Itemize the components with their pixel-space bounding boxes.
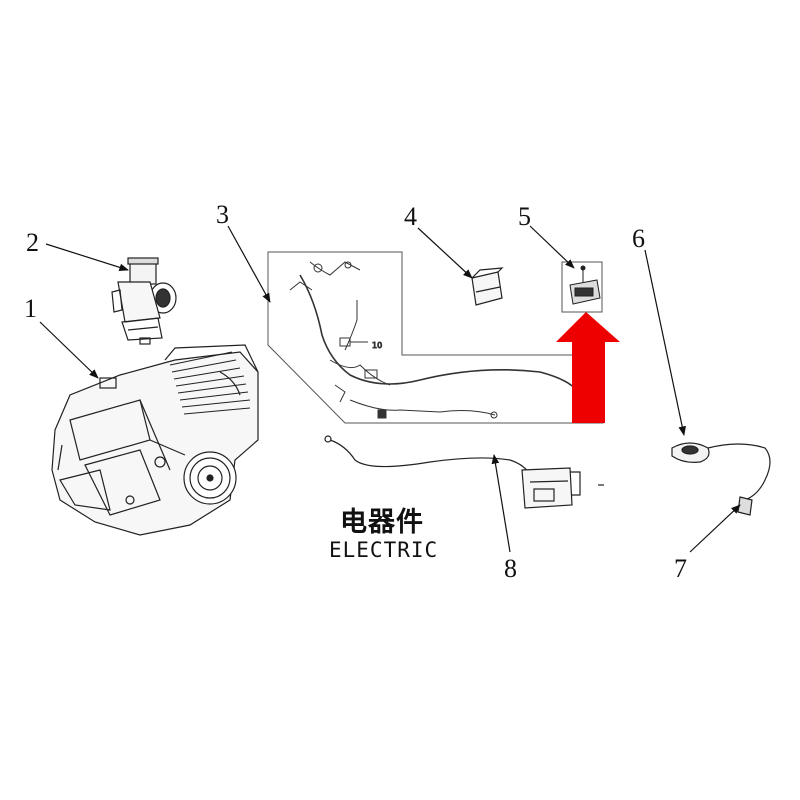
- sensor-switch-drawing: [671, 442, 771, 516]
- callout-7: 7: [674, 554, 687, 583]
- leader-line-7: [689, 504, 741, 553]
- callout-6: 6: [632, 224, 645, 253]
- cdi-unit-drawing: [471, 267, 504, 306]
- leader-line-3: [227, 225, 271, 303]
- wiring-harness-drawing: 10: [267, 251, 604, 424]
- leader-lines: [39, 225, 741, 553]
- highlight-arrow: [556, 312, 620, 423]
- regulator-drawing: [561, 261, 603, 313]
- leader-line-5: [529, 225, 575, 269]
- callout-3: 3: [216, 200, 229, 229]
- section-title-chinese: 电器件: [340, 507, 424, 538]
- leader-line-8: [491, 454, 511, 553]
- carburetor-drawing: [111, 257, 177, 345]
- callout-8: 8: [504, 554, 517, 583]
- ignition-cable-drawing: [324, 435, 604, 509]
- harness-sub-label: 10: [372, 341, 382, 350]
- leader-line-4: [417, 227, 473, 279]
- leader-line-6: [644, 249, 686, 436]
- callout-4: 4: [404, 202, 417, 231]
- callout-5: 5: [518, 202, 531, 231]
- leader-line-2: [45, 243, 129, 272]
- leader-line-1: [39, 321, 99, 379]
- engine-drawing: [51, 344, 259, 536]
- callout-2: 2: [26, 228, 39, 257]
- section-title-english: ELECTRIC: [329, 538, 439, 562]
- callout-1: 1: [24, 294, 37, 323]
